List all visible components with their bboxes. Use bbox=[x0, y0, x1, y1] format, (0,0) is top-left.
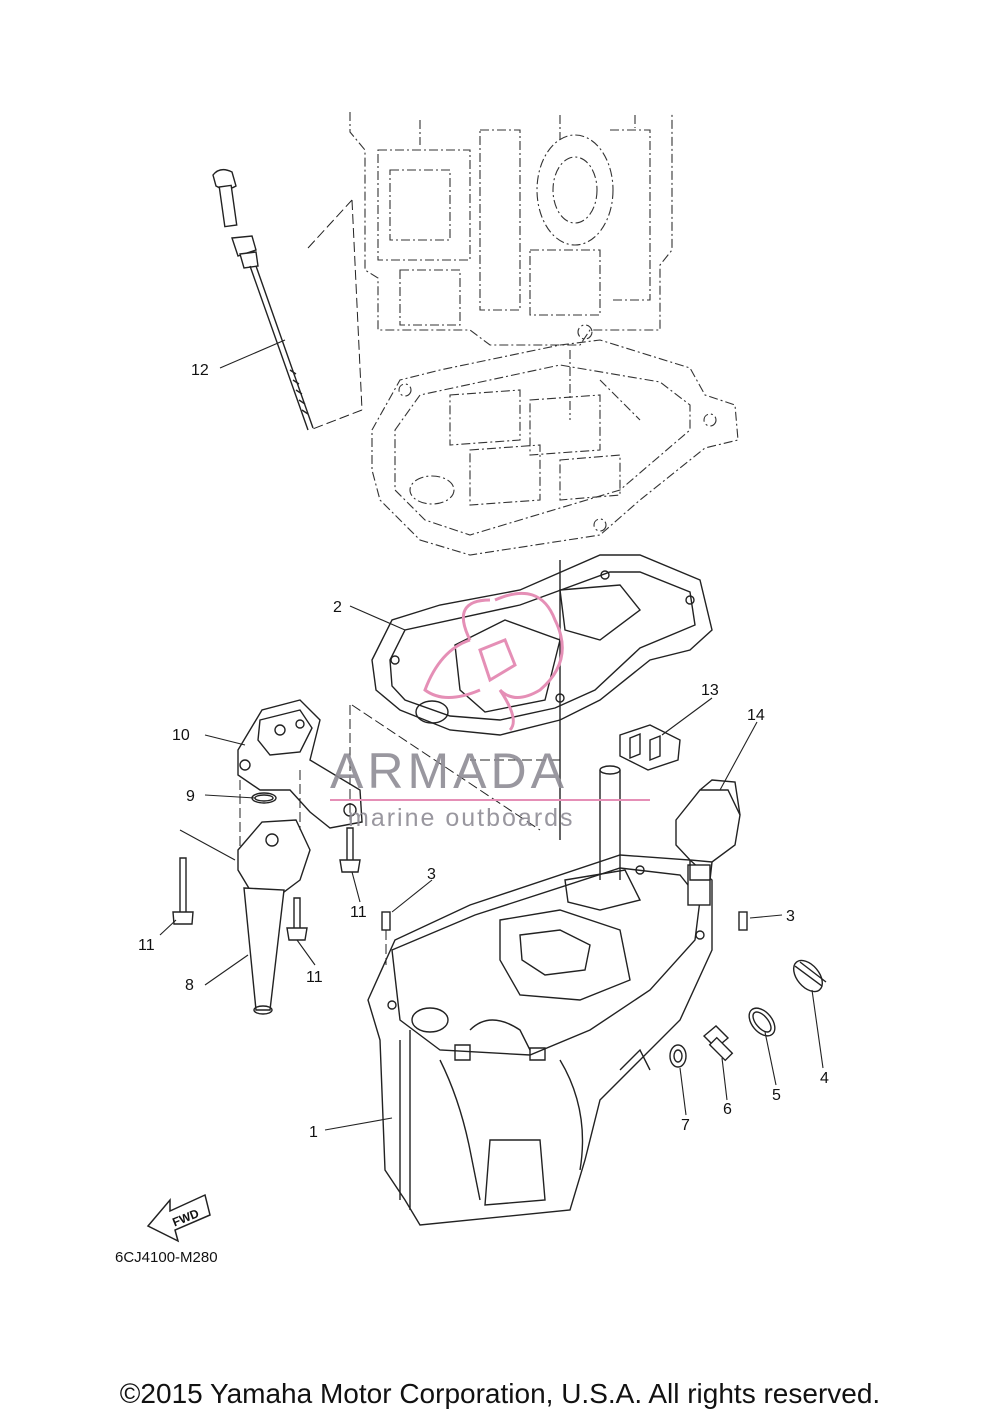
housing-guide-line bbox=[349, 704, 541, 831]
dipstick[interactable] bbox=[212, 168, 363, 431]
bolt-center[interactable] bbox=[339, 827, 361, 873]
callout-11-center[interactable]: 11 bbox=[350, 904, 367, 921]
hose-pipe bbox=[470, 759, 621, 880]
callout-7[interactable]: 7 bbox=[681, 1117, 690, 1134]
callout-3-left[interactable]: 3 bbox=[427, 866, 436, 883]
dowel-pin-right[interactable] bbox=[738, 911, 748, 931]
gasket-washer[interactable] bbox=[669, 1044, 687, 1068]
leader-lines bbox=[159, 339, 824, 1131]
callout-11-left[interactable]: 11 bbox=[138, 937, 155, 954]
o-ring[interactable] bbox=[251, 792, 277, 804]
hose-joint[interactable] bbox=[788, 955, 828, 997]
callout-3-right[interactable]: 3 bbox=[786, 908, 795, 925]
callout-12[interactable]: 12 bbox=[191, 362, 209, 379]
callout-10[interactable]: 10 bbox=[172, 727, 190, 744]
bolt-left[interactable] bbox=[172, 857, 194, 925]
bolt-guide-line bbox=[179, 829, 236, 861]
callout-4[interactable]: 4 bbox=[820, 1070, 829, 1087]
bolt-bottom[interactable] bbox=[286, 897, 308, 941]
gasket[interactable] bbox=[371, 554, 713, 840]
fwd-arrow-icon: FWD bbox=[146, 1193, 211, 1243]
oil-pan[interactable] bbox=[367, 854, 713, 1226]
callout-numbers: 1 2 3 3 4 5 6 7 8 9 10 11 11 11 12 13 14 bbox=[138, 362, 829, 1141]
strainer-housing[interactable] bbox=[237, 699, 363, 829]
damper-13[interactable] bbox=[619, 724, 681, 771]
callout-5[interactable]: 5 bbox=[772, 1087, 781, 1104]
callout-2[interactable]: 2 bbox=[333, 599, 342, 616]
dowel-pin-left[interactable] bbox=[381, 911, 391, 965]
watermark-emblem bbox=[423, 591, 564, 732]
watermark-title: ARMADA bbox=[330, 743, 568, 799]
drain-bolt[interactable] bbox=[702, 1025, 734, 1062]
callout-6[interactable]: 6 bbox=[723, 1101, 732, 1118]
exhaust-guide-phantom bbox=[371, 324, 739, 556]
callout-1[interactable]: 1 bbox=[309, 1124, 318, 1141]
callout-8[interactable]: 8 bbox=[185, 977, 194, 994]
diagram-code: 6CJ4100-M280 bbox=[115, 1249, 218, 1266]
engine-block-phantom bbox=[349, 112, 673, 346]
callout-9[interactable]: 9 bbox=[186, 788, 195, 805]
callout-13[interactable]: 13 bbox=[701, 682, 719, 699]
bracket-14[interactable] bbox=[675, 779, 741, 881]
callout-11-bottom[interactable]: 11 bbox=[306, 969, 323, 986]
clip[interactable] bbox=[744, 1003, 780, 1040]
watermark-subtitle: marine outboards bbox=[348, 804, 575, 832]
callout-14[interactable]: 14 bbox=[747, 707, 765, 724]
oil-strainer[interactable] bbox=[237, 770, 311, 1015]
copyright-notice: ©2015 Yamaha Motor Corporation, U.S.A. A… bbox=[119, 1378, 881, 1409]
armada-watermark: ARMADA marine outboards bbox=[330, 591, 650, 832]
